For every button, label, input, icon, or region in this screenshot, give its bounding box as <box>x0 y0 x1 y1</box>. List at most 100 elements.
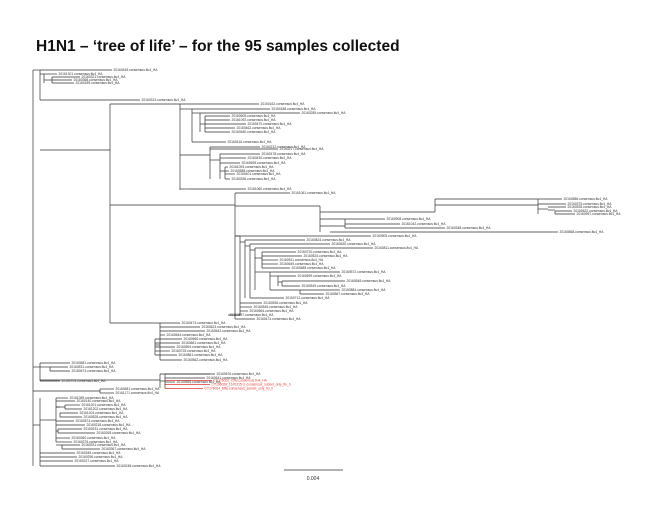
tree-tip-label: 20161092.consensus.flu4_HA <box>232 118 277 122</box>
tree-tip-label: 20161171.consensus.flu4_HA <box>116 391 161 395</box>
tree-tip-label: 20160661.consensus.flu4_HA <box>182 341 227 345</box>
tree-tip-label: 20160622.consensus.flu4_HA <box>574 209 619 213</box>
tree-tip-label: 20160694.consensus.flu4_HA <box>177 345 222 349</box>
tree-tip-label: 20160868.consensus.flu4_HA <box>560 230 605 234</box>
tree-tip-label: 20160321.consensus.flu4_HA <box>82 75 127 79</box>
tree-branches <box>32 69 575 467</box>
tree-tip-label: 20160313.consensus.flu4_HA <box>142 98 187 102</box>
tree-tip-label: 20160375.consensus.flu4_HA <box>568 202 613 206</box>
tree-tip-label: 20160660.consensus.flu4_HA <box>184 337 229 341</box>
tree-tip-label: 20160586.consensus.flu4_HA <box>564 197 609 201</box>
tree-tip-label: 20160178.consensus.flu4_HA <box>262 152 307 156</box>
tree-tip-label: 20160605.consensus.flu4_HA <box>232 114 277 118</box>
tree-tip-label: 20160296.consensus.flu4_HA <box>79 455 124 459</box>
tree-tip-label: 20161042.consensus.flu4_HA <box>402 222 447 226</box>
tree-tip-label: 20160676.consensus.flu4_HA <box>217 372 262 376</box>
tree-tip-label: 20161061.consensus.flu4_HA <box>292 191 337 195</box>
tree-tip-label: 20160265.consensus.flu4_HA <box>97 431 142 435</box>
tree-tip-label: 20160162.consensus.flu4_HA <box>261 102 306 106</box>
tree-tip-label: 20161060.consensus.flu4_HA <box>248 187 293 191</box>
tree-tip-label: 20160416.consensus.flu4_HA <box>228 140 273 144</box>
tree-tip-labels: 20160445.consensus.flu4_HA 20161301.conse… <box>59 68 622 468</box>
tree-tip-label: 20160536.consensus.flu4_HA <box>264 301 309 305</box>
tree-tip-label: 20160360.consensus.flu4_HA <box>72 436 117 440</box>
tree-tip-label: 20160367.consensus.flu4_HA <box>102 447 147 451</box>
tree-tip-label: 20160348.consensus.flu4_HA <box>447 226 492 230</box>
tree-tip-label: 20160824.consensus.flu4_HA <box>307 238 352 242</box>
tree-tip-label: 20160644.consensus.flu4_HA <box>167 333 212 337</box>
tree-tip-label: 20160524.consensus.flu4_HA <box>304 254 349 258</box>
tree-tip-label: 20160231.consensus.flu4_HA <box>84 427 129 431</box>
tree-tip-label: 20160528.consensus.flu4_HA <box>84 415 129 419</box>
tree-tip-label: 20160641.consensus.flu4_HA <box>207 376 252 380</box>
tree-tip-label: 20160248.consensus.flu4_HA <box>117 464 162 468</box>
tree-tip-label: 20160699.consensus.flu4_HA <box>298 274 343 278</box>
tree-tip-label: 20160430.consensus.flu4_HA <box>248 156 293 160</box>
tree-tip-label: 20160535.consensus.flu4_HA <box>568 205 613 209</box>
tree-tip-label: 20161093.consensus.flu4_HA <box>230 165 275 169</box>
tree-tip-label: 20160712.consensus.flu4_HA <box>286 296 331 300</box>
tree-tip-label: 20160642.consensus.flu4_HA <box>207 329 252 333</box>
tree-tip-label: 20160581.consensus.flu4_HA <box>72 361 117 365</box>
tree-tip-label: 20161301.consensus.flu4_HA <box>59 72 104 76</box>
tree-tip-label: 20160649.consensus.flu4_HA <box>280 262 325 266</box>
tree-tip-label: 20160212.consensus.flu4_HA <box>262 145 307 149</box>
tree-tip-label: 20160545.consensus.flu4_HA <box>254 305 299 309</box>
tree-tip-label: 20160588.consensus.flu4_HA <box>231 169 276 173</box>
tree-tip-label: 20160623.consensus.flu4_HA <box>202 325 247 329</box>
tree-tip-label: 20160462.consensus.flu4_HA <box>237 126 282 130</box>
tree-tip-label: 20160511.consensus.flu4_HA <box>280 258 325 262</box>
tree-tip-label: 20160345.consensus.flu4_HA <box>77 451 122 455</box>
tree-tip-label: 20160725.consensus.flu4_HA <box>172 349 217 353</box>
tree-tip-label: 20160681.consensus.flu4_HA <box>116 387 161 391</box>
tree-tip-label: 20160562.consensus.flu4_HA <box>184 358 229 362</box>
tree-tip-label: 20160957.consensus.flu4_HA <box>577 212 622 216</box>
tree-tip-label: 20161201.consensus.flu4_HA <box>82 403 127 407</box>
tree-tip-label: 20160674.consensus.flu4_HA <box>72 369 117 373</box>
tree-tip-label: 20160574.consensus.flu4_HA <box>76 419 121 423</box>
tree-tip-label: 20161203.consensus.flu4_HA <box>80 411 125 415</box>
tree-tip-label: 20160811.consensus.flu4_HA <box>375 246 420 250</box>
tree-tip-label: 20160285.consensus.flu4_HA <box>302 111 347 115</box>
highlighted-tip-label: CY176024_Mflu.consensus_subset_only_flu_… <box>205 387 274 391</box>
tree-tip-label: 20160703.consensus.flu4_HA <box>62 379 107 383</box>
tree-tip-label: 20160531.consensus.flu4_HA <box>70 365 115 369</box>
tree-tip-label: 20160368.consensus.flu4_HA <box>74 78 119 82</box>
tree-tip-label: 20160630.consensus.flu4_HA <box>332 242 377 246</box>
tree-tip-label: 20160473.consensus.flu4_HA <box>182 321 227 325</box>
tree-tip-label: 20160227.consensus.flu4_HA <box>75 459 120 463</box>
tree-tip-label: 20160695.consensus.flu4_HA <box>242 161 287 165</box>
tree-tip-label: 20160445.consensus.flu4_HA <box>114 68 159 72</box>
tree-tip-label: 20160470.consensus.flu4_HA <box>248 122 293 126</box>
tree-tip-label: 20161202.consensus.flu4_HA <box>84 407 129 411</box>
tree-tip-label: 20160218.consensus.flu4_HA <box>87 423 132 427</box>
tree-tip-label: 20160572.consensus.flu4_HA <box>342 270 387 274</box>
tree-tip-label: 20160884.consensus.flu4_HA <box>342 288 387 292</box>
tree-tip-label: 20160336.consensus.flu4_HA <box>232 177 277 181</box>
tree-tip-label: 20161059.consensus.flu4_HA <box>70 396 115 400</box>
tree-tip-label: 20160331.consensus.flu4_HA <box>82 443 127 447</box>
highlighted-tip-label: CY176020_Cfllu.consensus.flu4_HA <box>214 379 268 383</box>
tree-tip-label: 20160217.consensus.flu4_HA <box>280 147 325 151</box>
tree-tip-label: 20160401.consensus.flu4_HA <box>237 172 282 176</box>
highlighted-tip-label: CY196028_1670315-3_consensus_subset_only… <box>212 383 291 387</box>
tree-tip-label: 20160474.consensus.flu4_HA <box>257 317 302 321</box>
tree-tip-label: 20160861.consensus.flu4_HA <box>179 353 224 357</box>
scale-bar: 0.004 <box>284 469 343 482</box>
tree-tip-label: 20160480.consensus.flu4_HA <box>232 130 277 134</box>
tree-tip-label: 20160905.consensus.flu4_HA <box>373 234 418 238</box>
tree-tip-label: 20160720.consensus.flu4_HA <box>298 250 343 254</box>
page-title: H1N1 – ‘tree of life’ – for the 95 sampl… <box>36 38 400 55</box>
tree-tip-label: 20160908.consensus.flu4_HA <box>387 217 432 221</box>
tree-tip-label: 20160276.consensus.flu4_HA <box>74 440 119 444</box>
tree-tip-label: 20160665.consensus.flu4_HA <box>177 380 222 384</box>
tree-tip-label: 20160188.consensus.flu4_HA <box>272 107 317 111</box>
tree-tip-label: 20160564.consensus.flu4_HA <box>250 309 295 313</box>
tree-tip-label: 20160685.consensus.flu4_HA <box>292 266 337 270</box>
tree-tip-label: 20160548.consensus.flu4_HA <box>347 279 392 283</box>
scale-bar-label: 0.004 <box>307 476 320 482</box>
tree-tip-label: 20160140.consensus.flu4_HA <box>77 399 122 403</box>
tree-tip-label: 20160189.consensus.flu4_HA <box>76 81 121 85</box>
tree-tip-label: 20160567.consensus.flu4_HA <box>326 292 371 296</box>
